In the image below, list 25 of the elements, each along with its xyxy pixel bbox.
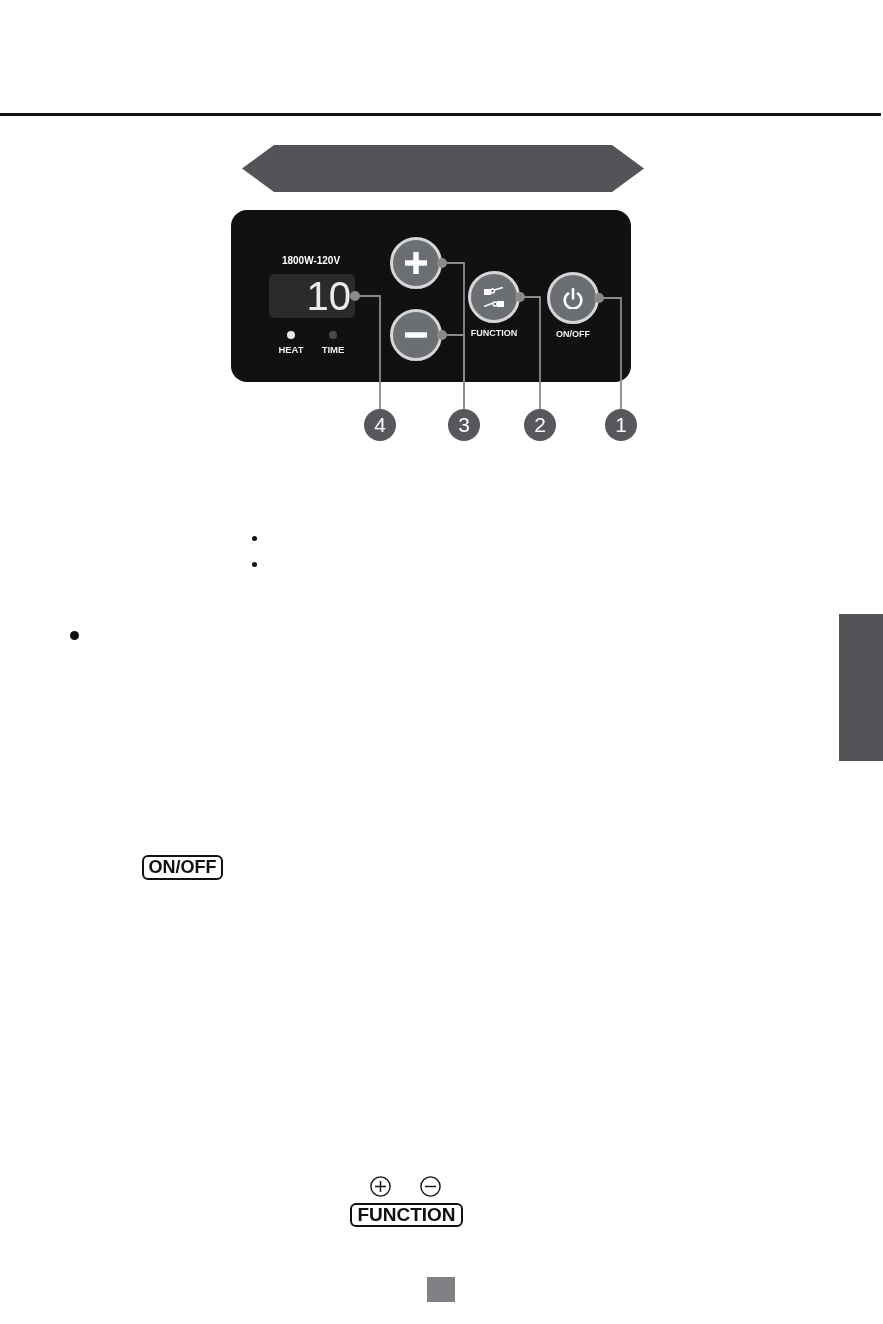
heading-banner [242,145,644,192]
callout-number: 3 [448,409,480,441]
page-number-box [427,1277,455,1302]
leader-line [350,291,381,410]
section-tab [839,614,883,761]
callout-number: 1 [605,409,637,441]
power-button [547,272,599,324]
leader-line [437,330,465,410]
callout-number: 4 [364,409,396,441]
callout-number: 2 [524,409,556,441]
digital-display [269,274,355,318]
function-button [468,271,520,323]
display-digits: 10 [306,274,351,318]
key-label: ON/OFF [142,855,223,880]
indicator-label: TIME [321,343,345,355]
indicator-label: HEAT [278,343,304,355]
leader-line [594,293,622,410]
control-panel [231,210,631,382]
minus-button [390,309,442,361]
leader-line [515,292,541,410]
key-label: FUNCTION [350,1203,463,1227]
rating-label: 1800W-120V [281,254,341,266]
plus-button [390,237,442,289]
button-caption: FUNCTION [470,328,518,338]
button-caption: ON/OFF [556,329,590,339]
